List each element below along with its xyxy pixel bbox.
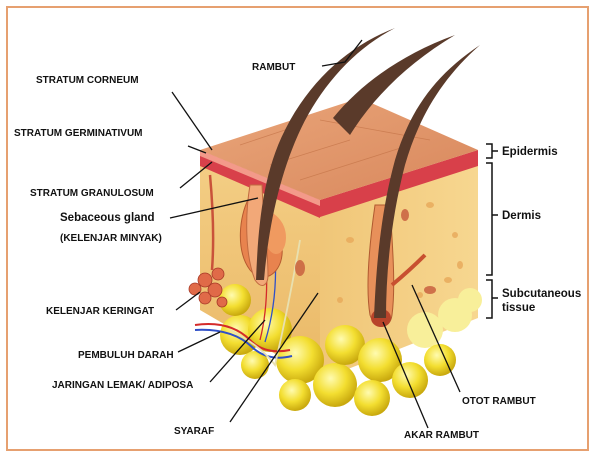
- label-kelenjar-minyak: (KELENJAR MINYAK): [60, 233, 162, 244]
- label-sebaceous-gland: Sebaceous gland: [60, 212, 155, 224]
- layer-brackets: [486, 144, 498, 318]
- label-stratum-granulosum: STRATUM GRANULOSUM: [30, 188, 154, 199]
- label-subcutaneous-tissue: tissue: [502, 302, 535, 314]
- label-pembuluh-darah: PEMBULUH DARAH: [78, 350, 174, 361]
- label-subcutaneous: Subcutaneous: [502, 288, 581, 300]
- label-stratum-germinativum: STRATUM GERMINATIVUM: [14, 128, 143, 139]
- label-stratum-corneum: STRATUM CORNEUM: [36, 75, 139, 86]
- label-syaraf: SYARAF: [174, 426, 214, 437]
- label-jaringan-lemak: JARINGAN LEMAK/ ADIPOSA: [52, 380, 193, 391]
- label-rambut: RAMBUT: [252, 62, 295, 73]
- label-otot-rambut: OTOT RAMBUT: [462, 396, 536, 407]
- label-dermis: Dermis: [502, 210, 541, 222]
- label-akar-rambut: AKAR RAMBUT: [404, 430, 479, 441]
- label-epidermis: Epidermis: [502, 146, 558, 158]
- label-kelenjar-keringat: KELENJAR KERINGAT: [46, 306, 154, 317]
